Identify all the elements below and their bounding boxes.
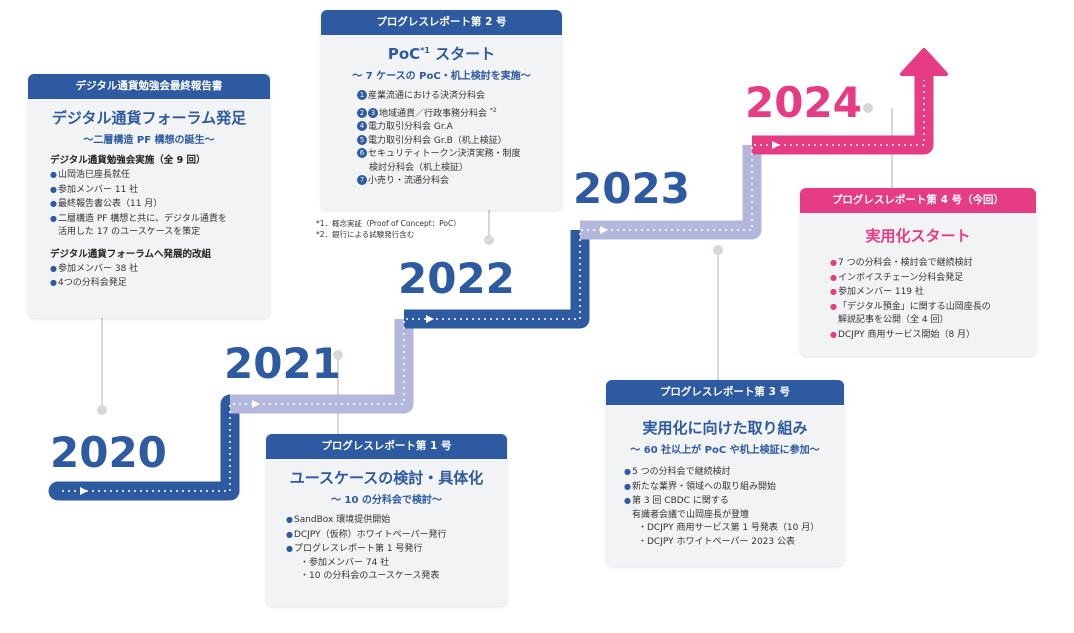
card-header: プログレスレポート第 4 号（今回） [800,188,1036,213]
list-item: 「デジタル預金」に関する山岡座長の [830,300,1036,315]
year-2021: 2021 [224,339,341,388]
year-2022: 2022 [398,254,515,303]
list-item: 最終報告書公表（11 月） [50,197,270,212]
year-2024: 2024 [745,78,862,127]
list-item: プログレスレポート第 1 号発行 [286,542,507,557]
list-item: 解説記事を公開（全 4 回） [838,315,949,325]
card-header: プログレスレポート第 3 号 [606,380,844,405]
list-item: 参加メンバー 38 社 [50,262,270,277]
card-title: PoC*1 スタート [387,45,496,63]
section-heading: デジタル通貨勉強会実施（全 9 回） [50,155,206,166]
list-item: インボイスチェーン分科会発足 [830,271,1036,286]
arrow-head-icon [900,48,948,76]
year-2020: 2020 [50,428,167,477]
list-item: DCJPY（仮称）ホワイトペーパー発行 [286,528,507,543]
list-item: 新たな業界・領域への取り組み開始 [624,480,844,495]
list-item: SandBox 環境提供開始 [286,513,507,528]
list-item: ・DCJPY ホワイトペーパー 2023 公表 [638,536,795,547]
list-item: ・DCJPY 商用サービス第 1 号発表（10 月） [638,523,820,533]
card-subtitle: 〜二層構造 PF 構想の誕生〜 [83,135,215,146]
list-item: 参加メンバー 11 社 [50,183,270,198]
list-item: 有識者会議で山岡座長が登壇 [632,509,750,520]
card-title: デジタル通貨フォーラム発足 [51,109,247,127]
list-item: 二層構造 PF 構想と共に、デジタル通貨を [50,212,270,227]
list-item: 検討分科会（机上検証） [369,162,469,173]
list-item: ・10 の分科会のユースケース発表 [300,571,440,581]
card-subtitle: 〜 10 の分科会で検討〜 [331,495,442,506]
footnotes: *1．概念実証（Proof of Concept：PoC） *2．銀行による試験… [316,219,461,239]
card-progress-report-1: プログレスレポート第 1 号 ユースケースの検討・具体化 〜 10 の分科会で検… [266,434,507,606]
card-header: プログレスレポート第 2 号 [321,10,562,35]
card-progress-report-3: プログレスレポート第 3 号 実用化に向けた取り組み 〜 60 社以上が PoC… [606,380,844,566]
card-progress-report-2: プログレスレポート第 2 号 PoC*1 スタート 〜 7 ケースの PoC・机… [321,10,562,210]
list-item: 活用した 17 のユースケースを策定 [58,227,201,237]
card-header: プログレスレポート第 1 号 [266,434,507,459]
card-progress-report-4: プログレスレポート第 4 号（今回） 実用化スタート 7 つの分科会・検討会で継… [800,188,1036,356]
list-item: 4つの分科会発足 [50,276,270,291]
card-header: デジタル通貨勉強会最終報告書 [28,74,270,99]
list-item: 7 つの分科会・検討会で継続検討 [830,256,1036,271]
list-item: 5 つの分科会で継続検討 [624,465,844,480]
list-item: DCJPY 商用サービス開始（8 月） [830,328,1036,343]
card-final-report: デジタル通貨勉強会最終報告書 デジタル通貨フォーラム発足 〜二層構造 PF 構想… [28,74,270,318]
year-2023: 2023 [573,164,690,213]
list-item: ・参加メンバー 74 社 [300,557,390,568]
card-subtitle: 〜 60 社以上が PoC や机上検証に参加〜 [630,445,820,456]
card-subtitle: 〜 7 ケースの PoC・机上検討を実施〜 [352,71,531,82]
card-title: 実用化に向けた取り組み [642,419,808,437]
list-item: 山岡浩巳座長就任 [50,168,270,183]
card-title: 実用化スタート [865,227,971,245]
list-item: 第 3 回 CBDC に関する [624,494,844,509]
list-item: 参加メンバー 119 社 [830,285,1036,300]
card-title: ユースケースの検討・具体化 [289,469,484,487]
section-heading: デジタル通貨フォーラムへ発展的改組 [50,248,212,260]
